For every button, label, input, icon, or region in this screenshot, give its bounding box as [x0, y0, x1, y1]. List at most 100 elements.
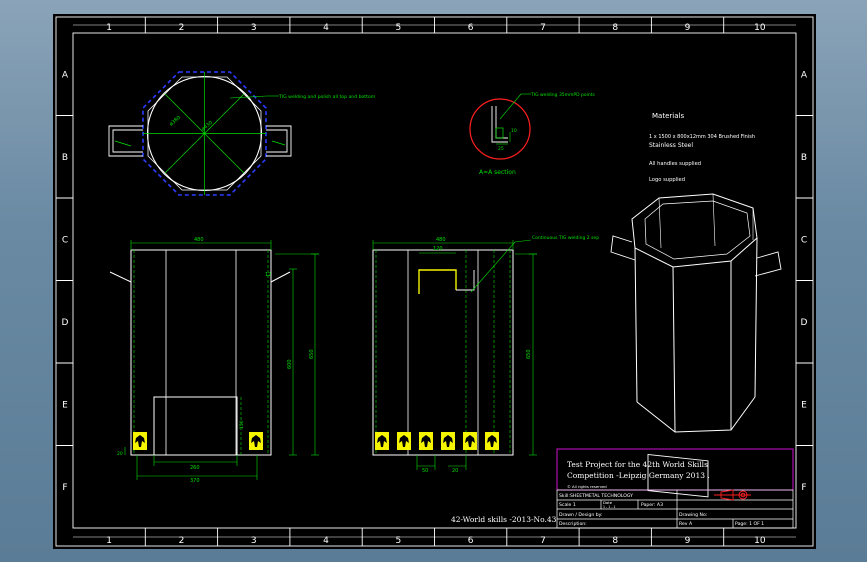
handle-right [266, 125, 292, 157]
front-dim-bottom-inner: 260 [190, 465, 200, 471]
skill-label: Skill:SHEETMETAL TECHNOLOGY [559, 493, 633, 499]
top-view-weld-note: TIG welding and polish all top and botto… [278, 94, 376, 100]
dim-inner-diameter: ø380 [168, 115, 182, 128]
section-circle [469, 98, 531, 160]
project-title-line-2: Competition -Leipzig Germany 2013 . [567, 471, 710, 480]
column-label: 5 [395, 536, 401, 546]
column-label: 7 [540, 23, 546, 33]
eagle-logo-icon [133, 432, 147, 450]
column-label: 8 [612, 536, 618, 546]
rights-note: © All rights reserved [567, 484, 607, 489]
row-label: A [62, 70, 69, 80]
column-label: 7 [540, 536, 546, 546]
eagle-logo-icon [249, 432, 263, 450]
column-label: 9 [685, 23, 691, 33]
eagle-logo-icon [485, 432, 499, 450]
column-label: 3 [251, 23, 257, 33]
front-dim-left-small: 20 [117, 451, 123, 457]
cad-drawing: 1 2 3 4 5 6 7 8 9 10 1 2 3 4 5 6 7 8 9 10 A B C D E F A B C D E F ø3… [55, 16, 814, 547]
column-label: 1 [106, 23, 112, 33]
eagle-logo-icon [419, 432, 433, 450]
row-label: B [801, 153, 807, 163]
column-label: 10 [754, 23, 766, 33]
side-dim-width: 480 [436, 237, 446, 243]
materials-line-4: Logo supplied [649, 177, 685, 183]
side-view: 480 120 650 50 20 Continuous TIG welding… [372, 235, 599, 474]
column-label: 4 [323, 536, 329, 546]
description-label: Description: [559, 521, 587, 527]
side-logo-row [375, 432, 499, 450]
page-label: Page: 1 OF 1 [735, 521, 764, 527]
section-weld-note: TIG welding 35mmPD points [530, 92, 596, 98]
row-label: A [801, 70, 808, 80]
row-labels-left: A B C D E F [62, 70, 69, 493]
row-labels-right: A B C D E F [801, 70, 808, 493]
section-label: A=A section [479, 169, 516, 176]
row-label: C [62, 235, 68, 245]
column-label: 6 [468, 23, 474, 33]
materials-line-3: All handles supplied [649, 161, 701, 167]
footer-label: 42-World skills -2013-No.43 [451, 515, 557, 524]
front-dim-bottom-outer: 370 [190, 478, 200, 484]
projection-symbol-icon [714, 489, 751, 501]
sheet-frame [55, 16, 814, 547]
column-label: 2 [179, 536, 185, 546]
column-label: 1 [106, 536, 112, 546]
column-label: 9 [685, 536, 691, 546]
materials-line-2: Stainless Steel [649, 142, 693, 149]
centerlines [143, 72, 266, 195]
row-label: C [801, 235, 807, 245]
row-label: E [62, 400, 68, 410]
column-label: 2 [179, 23, 185, 33]
side-dim-logo-a: 50 [422, 468, 428, 474]
column-label: 8 [612, 23, 618, 33]
front-dim-width: 480 [194, 237, 204, 243]
column-label: 4 [323, 23, 329, 33]
front-logo-row [133, 432, 263, 450]
date-label: Date [603, 500, 613, 505]
eagle-logo-icon [463, 432, 477, 450]
section-a-a: 10 25 TIG welding 35mmPD points A=A sect… [469, 92, 596, 176]
project-title-line-1: Test Project for the 42th World Skills [567, 460, 708, 469]
side-handle [418, 269, 457, 294]
title-block: Test Project for the 42th World Skills C… [556, 448, 794, 529]
column-label: 5 [395, 23, 401, 33]
top-view: ø380 ø430 TIG welding and polish all top… [108, 71, 376, 196]
column-labels-bottom: 1 2 3 4 5 6 7 8 9 10 [106, 536, 766, 546]
eagle-logo-icon [375, 432, 389, 450]
eagle-logo-icon [441, 432, 455, 450]
drawing-no-label: Drawing No: [679, 512, 708, 518]
drawn-by-label: Drawn / Design by: [559, 512, 603, 518]
front-door [153, 396, 238, 456]
section-dim-a: 10 [511, 128, 517, 134]
paper-label: Paper: A3 [641, 502, 663, 508]
front-dim-height-inner: 600 [287, 359, 293, 369]
handle-left [108, 125, 143, 157]
materials-notes: Materials 1 x 1500 x 800x12mm 304 Brushe… [649, 112, 755, 183]
side-weld-note: Continuous TIG welding 2 sep [532, 235, 599, 241]
row-label: F [801, 483, 806, 493]
front-dim-door-height: 150 [239, 420, 245, 429]
date-value: 1 - 1 - 1 [603, 505, 615, 509]
row-label: D [62, 318, 69, 328]
front-dim-height-total: 650 [309, 349, 315, 359]
row-label: E [801, 400, 807, 410]
materials-line-1: 1 x 1500 x 800x12mm 304 Brushed Finish [649, 134, 755, 140]
row-label: B [62, 153, 68, 163]
materials-title: Materials [652, 112, 684, 120]
column-label: 3 [251, 536, 257, 546]
section-dim-b: 25 [498, 146, 504, 152]
drawing-sheet: 1 2 3 4 5 6 7 8 9 10 1 2 3 4 5 6 7 8 9 10 A B C D E F A B C D E F ø3… [53, 14, 816, 549]
scale-label: Scale 1 [559, 502, 576, 508]
isometric-view [610, 193, 782, 498]
octagon-outer [142, 71, 267, 196]
side-dim-height-total: 650 [526, 349, 532, 359]
eagle-logo-icon [397, 432, 411, 450]
row-label: F [62, 483, 67, 493]
column-labels-top: 1 2 3 4 5 6 7 8 9 10 [106, 23, 766, 33]
row-label: D [801, 318, 808, 328]
column-label: 6 [468, 536, 474, 546]
column-label: 10 [754, 536, 766, 546]
side-dim-logo-b: 20 [452, 468, 458, 474]
front-view: 480 600 650 12 150 260 370 20 [109, 237, 319, 484]
